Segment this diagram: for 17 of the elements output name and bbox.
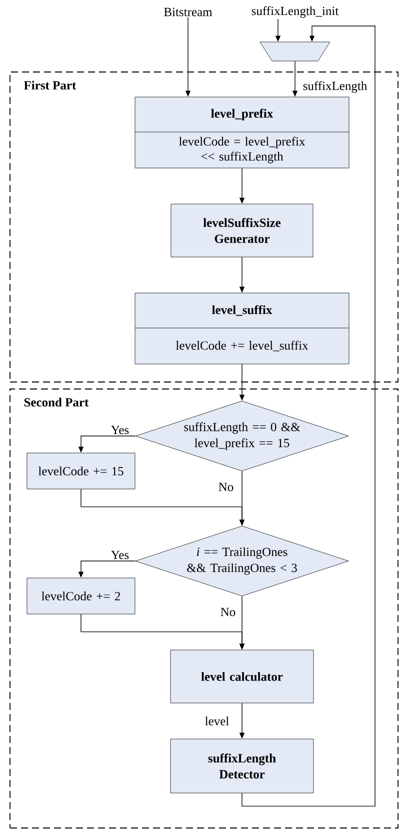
edge-label: No [219, 606, 237, 618]
process-box: levelCode += 15 [26, 452, 136, 490]
process-box: level calculator [170, 650, 314, 704]
edge-label: Yes [110, 424, 130, 436]
arrow [242, 26, 376, 807]
process-box: level_prefix levelCode = level_prefix << suffixLength [134, 96, 350, 168]
process-box: levelCode += 2 [26, 578, 136, 614]
edge-label: level [204, 716, 230, 726]
input-label: suffixLength_init [252, 6, 339, 18]
process-box: suffixLength Detector [170, 738, 314, 794]
edge-label: Yes [110, 550, 130, 560]
edge-label: suffixLength [302, 80, 368, 94]
edge-label: No [217, 482, 235, 492]
input-label: Bitstream [164, 8, 212, 16]
process-box: levelSuffixSize Generator [170, 204, 314, 258]
multiplexer-shape [260, 42, 330, 62]
process-box: level_suffix levelCode += level_suffix [134, 292, 350, 364]
